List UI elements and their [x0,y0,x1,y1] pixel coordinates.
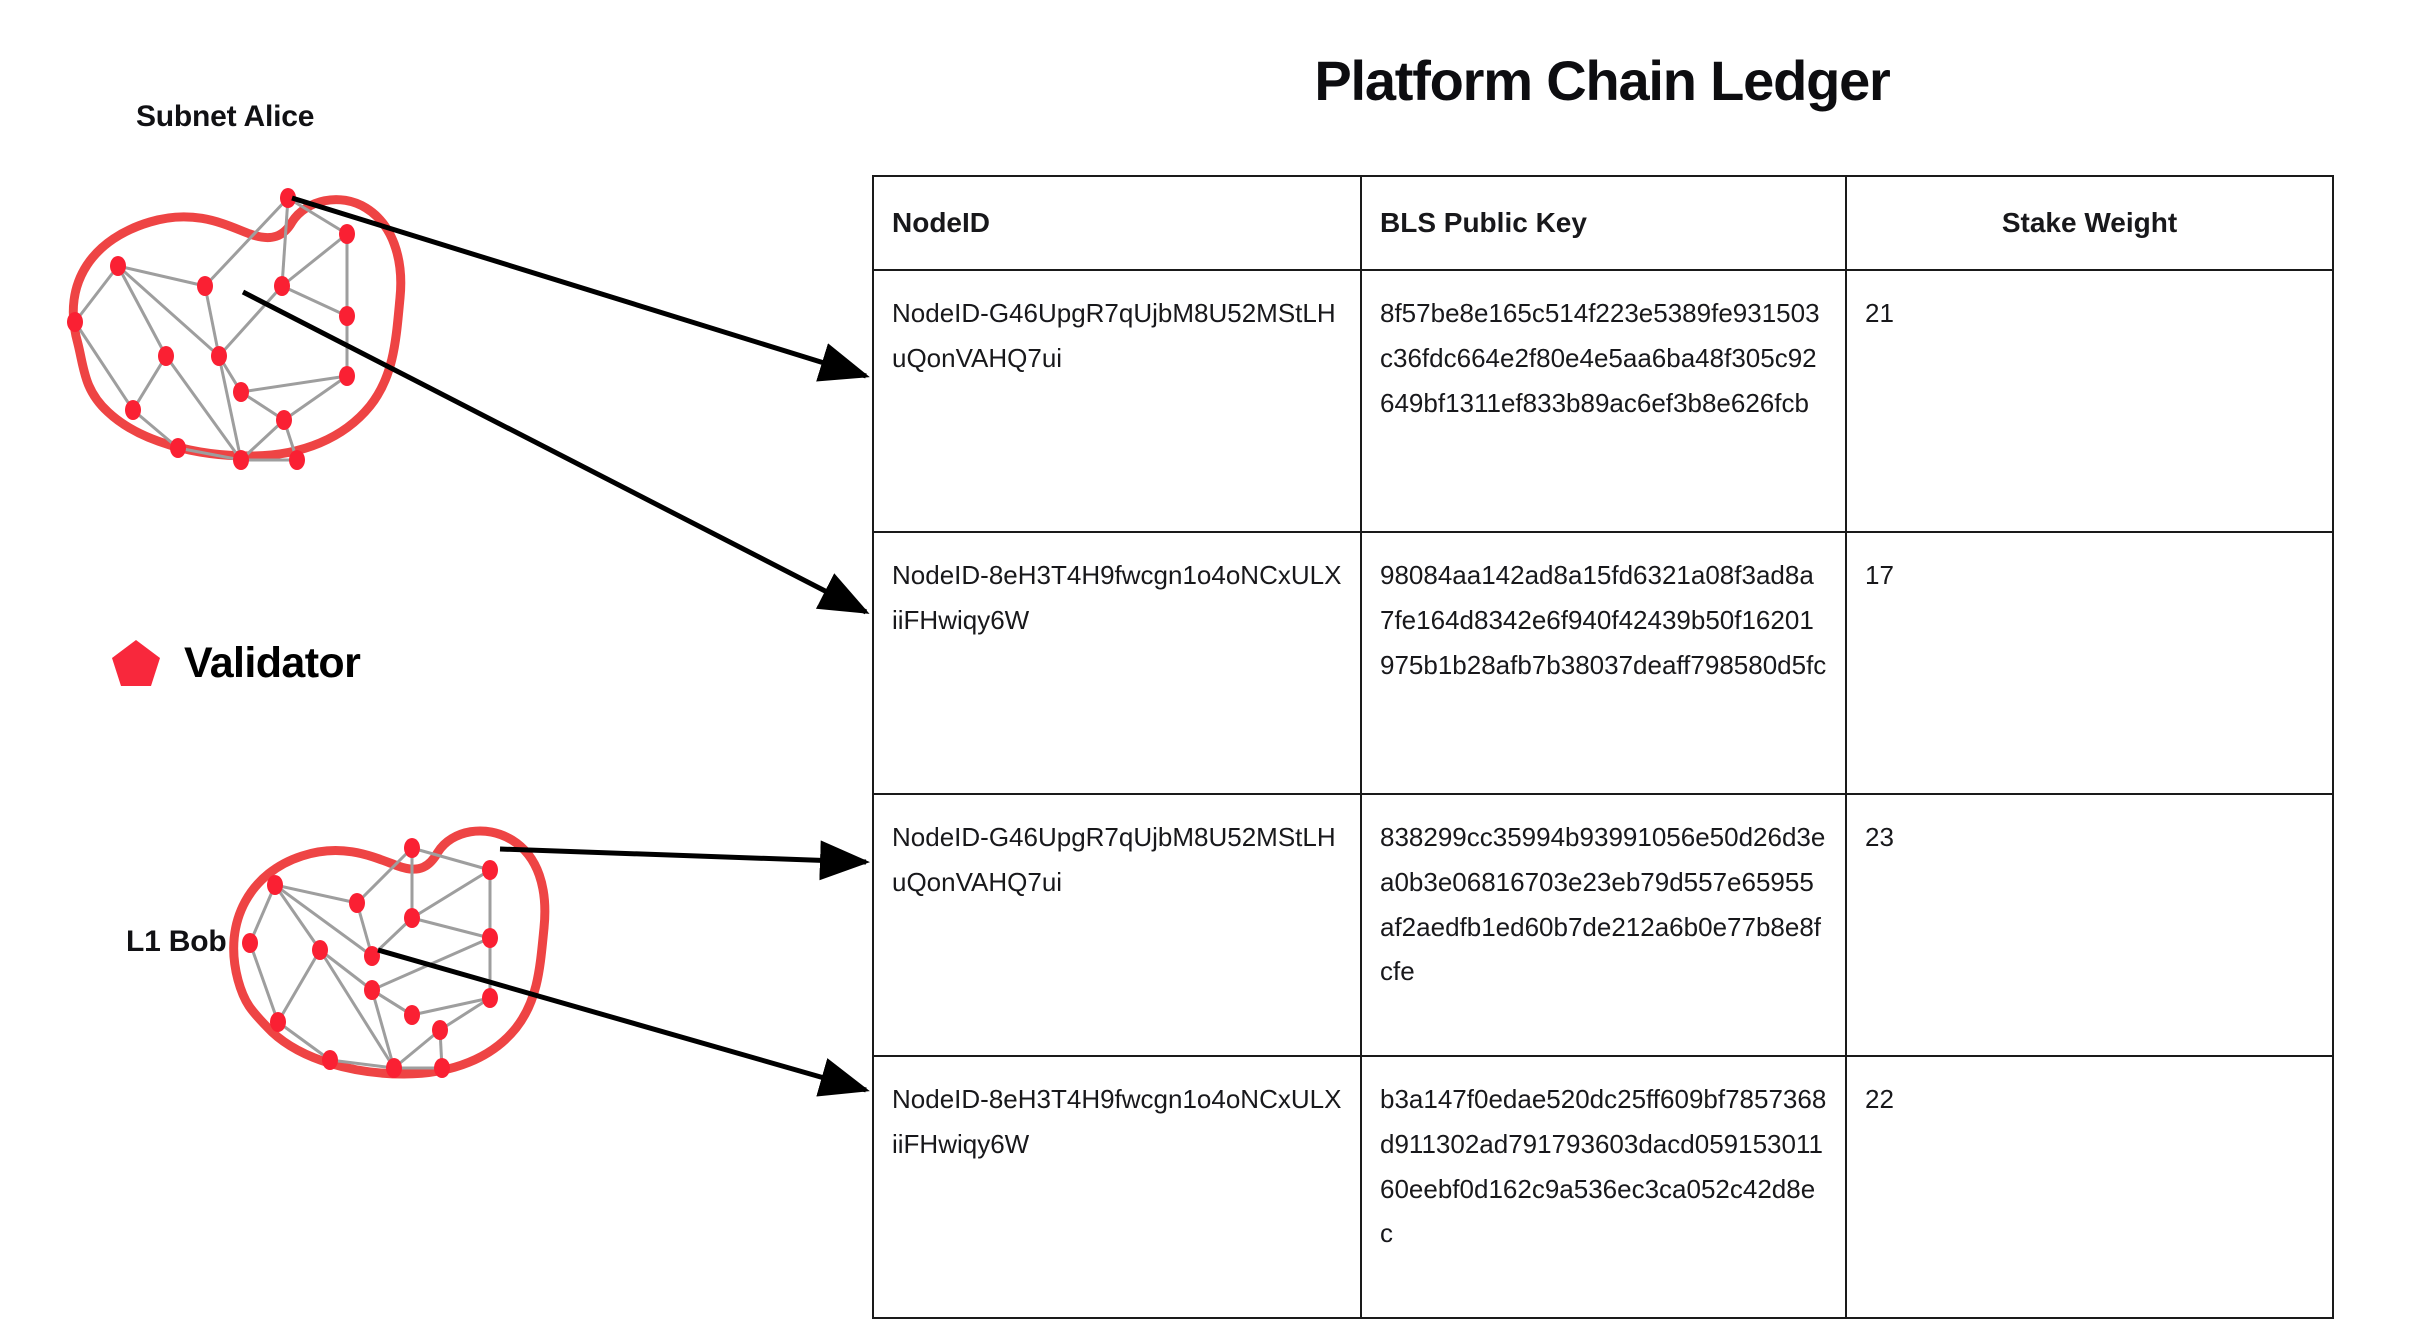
cell-nodeid: NodeID-G46UpgR7qUjbM8U52MStLHuQonVAHQ7ui [872,269,1362,534]
subnet-alice-network [67,188,406,470]
cell-bls-public-key: b3a147f0edae520dc25ff609bf7857368d911302… [1360,1055,1847,1319]
cell-bls-public-key: 8f57be8e165c514f223e5389fe931503c36fdc66… [1360,269,1847,534]
cell-nodeid: NodeID-G46UpgR7qUjbM8U52MStLHuQonVAHQ7ui [872,793,1362,1058]
column-header-bls-public-key: BLS Public Key [1360,174,1847,272]
cell-bls-public-key: 98084aa142ad8a15fd6321a08f3ad8a7fe164d83… [1360,531,1847,796]
table-row: NodeID-8eH3T4H9fwcgn1o4oNCxULXiiFHwiqy6W… [872,531,2334,796]
cell-stake-weight: 22 [1845,1055,2334,1319]
cell-stake-weight: 21 [1845,269,2334,534]
page-title: Platform Chain Ledger [1314,49,1891,112]
table-row: NodeID-G46UpgR7qUjbM8U52MStLHuQonVAHQ7ui… [872,793,2334,1058]
pentagon-icon [112,640,160,686]
column-header-nodeid: NodeID [872,174,1362,272]
l1-bob-label: L1 Bob [126,925,227,958]
subnet-alice-validator-nodes [67,188,355,470]
cell-nodeid: NodeID-8eH3T4H9fwcgn1o4oNCxULXiiFHwiqy6W [872,1055,1362,1319]
network-diagram-panel: Subnet Alice L1 Bob [0,0,880,1294]
table-header-row: NodeID BLS Public Key Stake Weight [872,174,2334,272]
validator-legend: Validator [110,638,361,688]
column-header-stake-weight: Stake Weight [1845,174,2334,272]
subnet-alice-label: Subnet Alice [136,100,315,133]
cell-stake-weight: 17 [1845,531,2334,796]
l1-bob-network [229,826,550,1079]
cell-stake-weight: 23 [1845,793,2334,1058]
cell-bls-public-key: 838299cc35994b93991056e50d26d3ea0b3e0681… [1360,793,1847,1058]
table-row: NodeID-G46UpgR7qUjbM8U52MStLHuQonVAHQ7ui… [872,269,2334,534]
cell-nodeid: NodeID-8eH3T4H9fwcgn1o4oNCxULXiiFHwiqy6W [872,531,1362,796]
l1-bob-outline [229,826,550,1079]
platform-chain-ledger-table: NodeID BLS Public Key Stake Weight NodeI… [872,174,2334,1319]
table-row: NodeID-8eH3T4H9fwcgn1o4oNCxULXiiFHwiqy6W… [872,1055,2334,1319]
validator-legend-label: Validator [184,638,361,687]
